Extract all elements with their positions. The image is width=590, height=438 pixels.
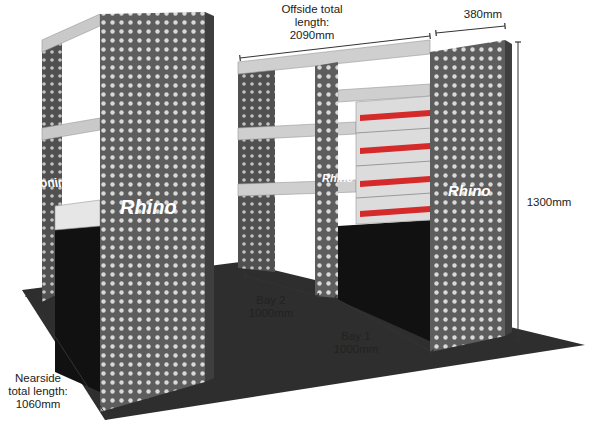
dimension-label: 380mm xyxy=(458,8,508,21)
left-top-shelf xyxy=(42,14,100,52)
dimension-lines xyxy=(28,26,518,418)
bay2-end-upright xyxy=(238,62,275,272)
right-end-side xyxy=(505,40,512,336)
drawer-unit xyxy=(356,96,432,224)
bay2-shelf xyxy=(238,122,356,140)
left-base xyxy=(55,222,100,392)
dimension-label: Nearside total length: 1060mm xyxy=(4,372,72,411)
dimension-label: Bay 2 1000mm xyxy=(246,294,296,320)
left-low-shelf xyxy=(55,200,100,230)
left-mid-shelf xyxy=(42,118,100,140)
brand-logo: Rhino xyxy=(322,172,353,184)
bay1-base xyxy=(338,220,432,342)
right-end-upright xyxy=(430,40,505,352)
brand-logo: Rhino xyxy=(40,176,74,190)
brand-logo: Rhino xyxy=(448,182,491,199)
brand-logo: Rhino xyxy=(120,196,177,219)
left-front-upright xyxy=(100,12,205,412)
left-front-side xyxy=(205,12,214,382)
dimension-label: 1300mm xyxy=(524,196,574,209)
dimension-label: Offside total length: 2090mm xyxy=(272,3,352,42)
dimension-label: Bay 1 1000mm xyxy=(328,330,384,356)
